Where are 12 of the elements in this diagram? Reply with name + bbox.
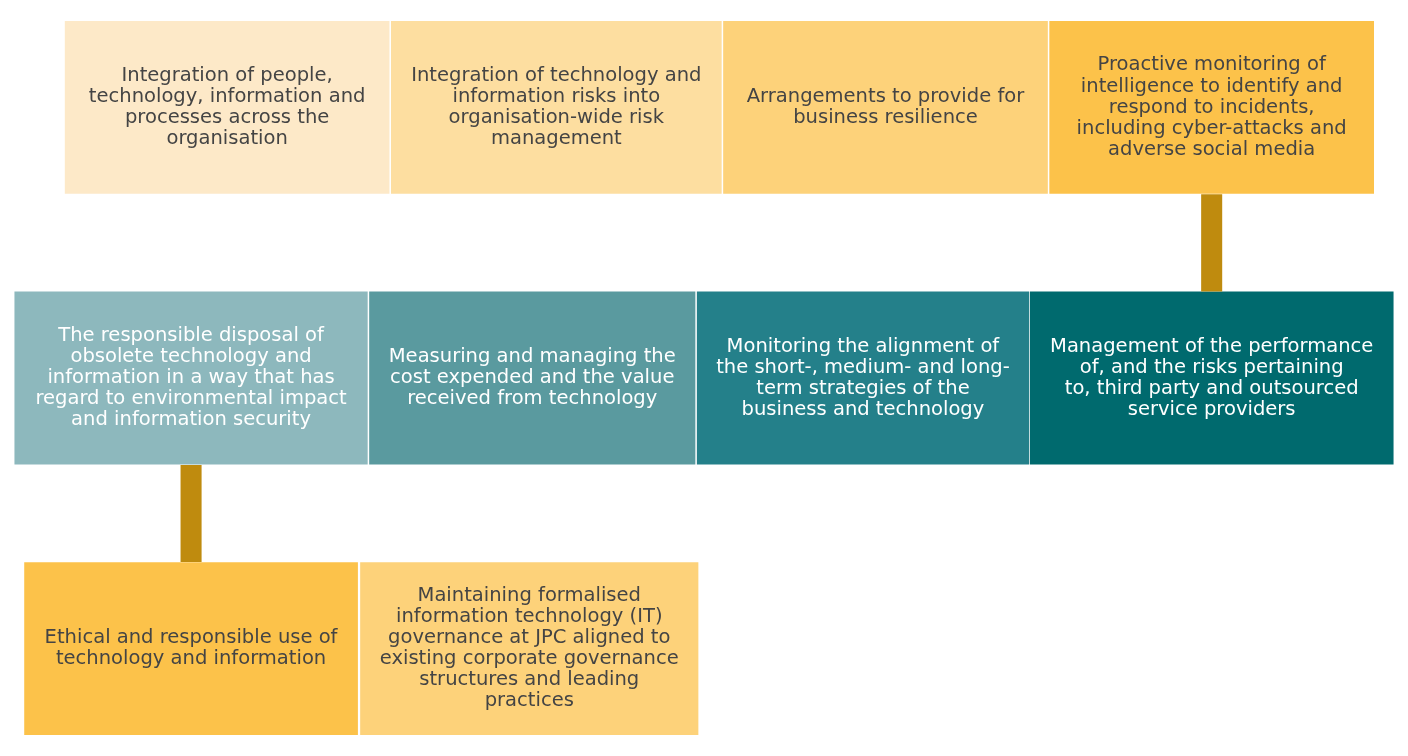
node-box: Management of the performance of, and the risks pertaining to, third party and outsourced service providers [1029,291,1394,465]
node-box: Integration of technology and information risks into organisation-wide risk management [391,21,722,194]
node-box: Monitoring the alignment of the short-, medium- and long-term strategies of the business and technology [696,291,1030,465]
node-box: Ethical and responsible use of technology and information [24,562,358,735]
node-box: Maintaining formalised information technology (IT) governance at JPC aligned to existing corporate governance structures and leading practices [360,562,699,735]
connector [180,464,202,562]
node-box: Arrangements to provide for business resilience [723,21,1048,194]
node-box: Measuring and managing the cost expended and the value received from technology [369,291,696,465]
connector [1201,194,1223,292]
node-box: The responsible disposal of obsolete technology and information in a way that has regard to environmental impact and information security [14,291,368,465]
node-box: Integration of people, technology, information and processes across the organisation [64,21,390,194]
node-box: Proactive monitoring of intelligence to identify and respond to incidents, including cyber-attacks and adverse social media [1049,21,1374,194]
